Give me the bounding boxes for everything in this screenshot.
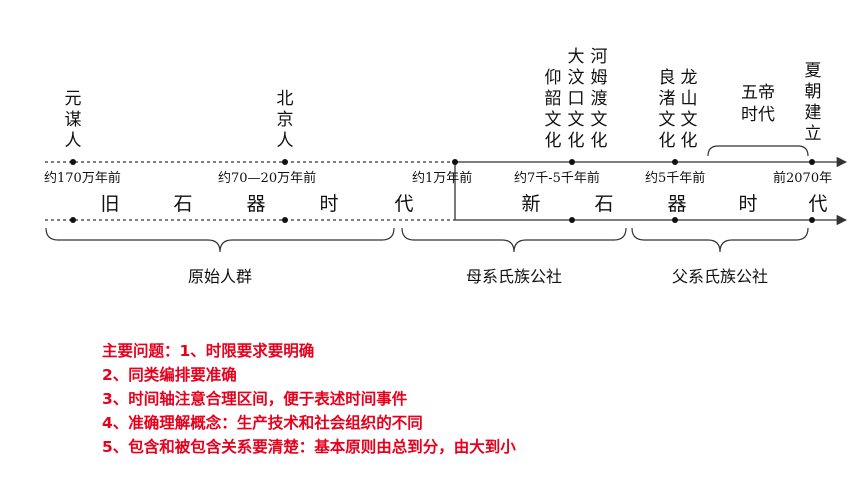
era-neo-3: 器	[667, 193, 686, 215]
tick-2070bc: 前2070年	[773, 170, 832, 186]
event-xia: 夏朝建立	[805, 61, 822, 144]
brace-matriarchal	[401, 227, 627, 253]
dot-1wan	[452, 159, 458, 165]
event-yangshao: 仰韶文化	[545, 68, 562, 151]
event-beijingren: 北京人	[277, 89, 294, 151]
era-dot-2	[282, 217, 288, 223]
dot-xia	[809, 159, 815, 165]
era-paleo-5: 代	[394, 193, 413, 215]
era-dot-5	[809, 217, 815, 223]
event-liangzhu: 良渚文化	[659, 68, 676, 151]
note-item: 4、准确理解概念：生产技术和社会组织的不同	[102, 414, 423, 432]
era-dot-4	[672, 217, 678, 223]
group-patriarchal: 父系氏族公社	[672, 267, 768, 286]
era-neo-5: 代	[808, 193, 827, 215]
tick-7k-5k: 约7千-5千年前	[514, 170, 600, 186]
note-item: 3、时间轴注意合理区间，便于表述时间事件	[102, 390, 408, 408]
group-primitive-group: 原始人群	[188, 267, 252, 286]
event-longshan: 龙山文化	[681, 68, 698, 151]
brace-patriarchal	[631, 227, 809, 253]
note-item: 5、包含和被包含关系要清楚：基本原则由总到分，由大到小	[102, 438, 516, 456]
era-paleo-4: 时	[319, 193, 338, 215]
dot-cultures-5k	[672, 159, 678, 165]
dot-cultures-7k	[569, 159, 575, 165]
event-hemudu: 河姆渡文化	[591, 47, 608, 151]
notes-list: 主要问题：1、时限要求要明确 2、同类编排要准确 3、时间轴注意合理区间，便于表…	[102, 339, 516, 459]
history-timeline-diagram: 元谋人 北京人 仰韶文化 大汶口文化 河姆渡文化 良渚文化 龙山文化 夏朝建立 …	[44, 47, 848, 286]
era-dot-1	[70, 217, 76, 223]
era-paleo-1: 旧	[100, 193, 119, 215]
group-matriarchal: 母系氏族公社	[466, 267, 562, 286]
event-yuanmouren: 元谋人	[65, 89, 82, 151]
wudi-bracket	[707, 145, 809, 157]
wudi-label: 五帝时代	[741, 83, 775, 125]
note-item: 主要问题：1、时限要求要明确	[102, 342, 315, 360]
era-neo-2: 石	[594, 193, 613, 215]
tick-1wan: 约1万年前	[412, 170, 472, 186]
event-dawenkou: 大汶口文化	[568, 47, 585, 151]
tick-170wan: 约170万年前	[44, 170, 121, 186]
note-item: 2、同类编排要准确	[102, 366, 237, 384]
dot-yuanmouren	[70, 159, 76, 165]
era-neo-4: 时	[738, 193, 757, 215]
era-dot-3	[569, 217, 575, 223]
era-neo-1: 新	[521, 193, 540, 215]
tick-5k: 约5千年前	[645, 170, 705, 186]
brace-primitive-group	[45, 227, 395, 253]
tick-70-20wan: 约70—20万年前	[218, 170, 316, 186]
era-paleo-3: 器	[246, 193, 265, 215]
era-paleo-2: 石	[173, 193, 192, 215]
dot-beijingren	[282, 159, 288, 165]
